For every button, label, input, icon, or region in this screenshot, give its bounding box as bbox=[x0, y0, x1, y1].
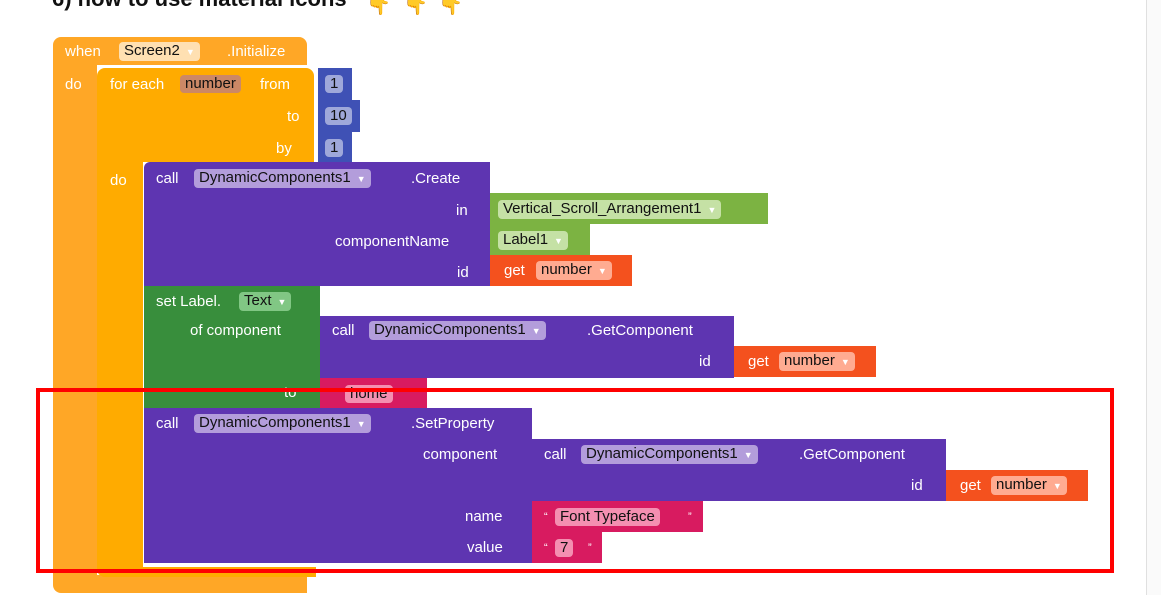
method-name: .GetComponent bbox=[587, 322, 693, 339]
variable-dropdown[interactable]: number ▼ bbox=[779, 352, 855, 371]
from-label: from bbox=[260, 76, 290, 93]
chevron-down-icon: ▼ bbox=[185, 47, 195, 57]
component-name: DynamicComponents1 bbox=[374, 321, 526, 338]
sidebar-gutter bbox=[1147, 0, 1161, 595]
from-value[interactable]: 1 bbox=[325, 75, 344, 93]
chevron-down-icon: ▼ bbox=[356, 419, 366, 429]
get-label: get bbox=[504, 262, 525, 279]
loop-do-column bbox=[97, 162, 143, 567]
name-label: name bbox=[465, 508, 503, 525]
to-value[interactable]: 10 bbox=[325, 107, 352, 125]
method-name: .Create bbox=[411, 170, 461, 187]
arrangement-name: Vertical_Scroll_Arrangement1 bbox=[503, 200, 702, 217]
pointing-down-icon: 👇 bbox=[438, 0, 463, 16]
variable-dropdown[interactable]: number ▼ bbox=[536, 261, 612, 280]
screen-name: Screen2 bbox=[124, 42, 180, 59]
component-name-label: componentName bbox=[335, 233, 450, 250]
screen-dropdown[interactable]: Screen2 ▼ bbox=[119, 42, 200, 61]
chevron-down-icon: ▼ bbox=[554, 236, 563, 246]
component-name: DynamicComponents1 bbox=[586, 445, 738, 462]
value-value[interactable]: 7 bbox=[555, 539, 574, 557]
loop-variable[interactable]: number bbox=[180, 75, 241, 93]
property-name: Text bbox=[244, 292, 272, 309]
section-heading: 6) how to use material icons bbox=[52, 0, 347, 12]
by-value[interactable]: 1 bbox=[325, 139, 344, 157]
chevron-down-icon: ▼ bbox=[1052, 481, 1062, 491]
event-do-column bbox=[53, 65, 97, 575]
component-dropdown[interactable]: DynamicComponents1 ▼ bbox=[194, 414, 371, 433]
label-name: Label1 bbox=[503, 231, 549, 248]
pointing-down-icon: 👇 bbox=[403, 0, 428, 16]
call-label: call bbox=[156, 170, 179, 187]
event-footer bbox=[53, 575, 307, 593]
variable-name: number bbox=[996, 476, 1047, 493]
by-label: by bbox=[276, 140, 292, 157]
quote-open: “ bbox=[544, 511, 548, 523]
component-dropdown[interactable]: DynamicComponents1 ▼ bbox=[194, 169, 371, 188]
quote-close: ” bbox=[588, 542, 592, 554]
variable-name: number bbox=[784, 352, 835, 369]
chevron-down-icon: ▼ bbox=[743, 450, 753, 460]
for-each-label: for each bbox=[110, 76, 165, 93]
value-label: value bbox=[467, 539, 503, 556]
component-name: DynamicComponents1 bbox=[199, 169, 351, 186]
in-label: in bbox=[456, 202, 468, 219]
component-name: DynamicComponents1 bbox=[199, 414, 351, 431]
component-label: component bbox=[423, 446, 498, 463]
variable-dropdown[interactable]: number ▼ bbox=[991, 476, 1067, 495]
sidebar-divider bbox=[1146, 0, 1147, 595]
quote-open: “ bbox=[544, 542, 548, 554]
call-label: call bbox=[156, 415, 179, 432]
do-label: do bbox=[65, 76, 82, 93]
chevron-down-icon: ▼ bbox=[277, 297, 287, 307]
when-label: when bbox=[65, 43, 101, 60]
name-value[interactable]: Font Typeface bbox=[555, 508, 660, 526]
component-dropdown[interactable]: DynamicComponents1 ▼ bbox=[581, 445, 758, 464]
get-label: get bbox=[960, 477, 981, 494]
id-label: id bbox=[457, 264, 469, 281]
label-dropdown[interactable]: Label1 ▼ bbox=[498, 231, 568, 250]
loop-do-label: do bbox=[110, 172, 127, 189]
of-component-label: of component bbox=[190, 322, 281, 339]
quote-close: ” bbox=[688, 511, 692, 523]
highlight-box bbox=[36, 388, 1114, 573]
pointing-down-icon: 👇 bbox=[366, 0, 391, 16]
arrangement-dropdown[interactable]: Vertical_Scroll_Arrangement1 ▼ bbox=[498, 200, 722, 219]
chevron-down-icon: ▼ bbox=[597, 266, 607, 276]
chevron-down-icon: ▼ bbox=[707, 205, 717, 215]
chevron-down-icon: ▼ bbox=[356, 174, 366, 184]
set-label: set Label. bbox=[156, 293, 222, 310]
call-label: call bbox=[332, 322, 355, 339]
method-name: .SetProperty bbox=[411, 415, 495, 432]
component-dropdown[interactable]: DynamicComponents1 ▼ bbox=[369, 321, 546, 340]
call-label: call bbox=[544, 446, 567, 463]
variable-name: number bbox=[541, 261, 592, 278]
chevron-down-icon: ▼ bbox=[531, 326, 541, 336]
id-label: id bbox=[699, 353, 711, 370]
event-name: .Initialize bbox=[227, 43, 286, 60]
property-dropdown[interactable]: Text ▼ bbox=[239, 292, 292, 311]
get-label: get bbox=[748, 353, 769, 370]
chevron-down-icon: ▼ bbox=[840, 357, 850, 367]
method-name: .GetComponent bbox=[799, 446, 905, 463]
set-property-bottom bbox=[144, 408, 532, 563]
id-label: id bbox=[911, 477, 923, 494]
to-label: to bbox=[287, 108, 300, 125]
